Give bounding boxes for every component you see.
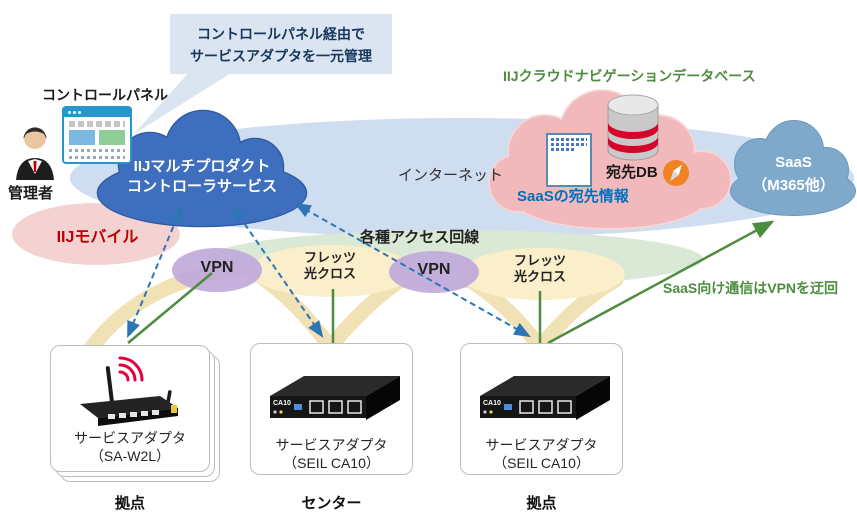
- device-name-line1: サービスアダプタ: [275, 437, 388, 453]
- control-panel-label: コントロールパネル: [42, 87, 168, 103]
- flets-left-line1: フレッツ: [303, 250, 356, 265]
- callout-tail: [134, 63, 247, 134]
- callout-line1: コントロールパネル経由で: [197, 26, 365, 42]
- callout-line2: サービスアダプタを一元管理: [190, 47, 372, 64]
- destination-db-label: 宛先DB: [606, 164, 658, 181]
- site-label: センター: [301, 495, 362, 512]
- device-name: サービスアダプタ （SEIL CA10）: [250, 437, 413, 472]
- administrator-label: 管理者: [8, 185, 54, 202]
- seil-ca10-appliance-icon: CA10: [270, 376, 400, 420]
- management-arrows: [127, 202, 531, 339]
- controller-cloud-title: IIJマルチプロダクト コントローラサービス: [92, 157, 312, 198]
- flets-right-line1: フレッツ: [513, 253, 566, 268]
- seil-ca10-appliance-icon: CA10: [480, 376, 610, 420]
- vpn-right-label: VPN: [417, 261, 451, 278]
- navigation-compass-icon: [663, 160, 689, 186]
- controller-cloud-line1: IIJマルチプロダクト: [133, 158, 271, 175]
- flets-right-line2: 光クロス: [513, 269, 566, 285]
- device-name-line2: （SEIL CA10）: [493, 454, 590, 471]
- destination-list-icon: [546, 133, 592, 187]
- flets-right-label: フレッツ 光クロス: [492, 253, 588, 286]
- flets-left-line2: 光クロス: [303, 266, 356, 282]
- saas-cloud-title: SaaS （M365他）: [731, 152, 856, 197]
- saas-bypass-label: SaaS向け通信はVPNを迂回: [663, 280, 839, 296]
- controller-cloud-shape: [96, 109, 308, 228]
- saas-bypass-arrow: [547, 220, 775, 345]
- device-name-line1: サービスアダプタ: [485, 437, 598, 453]
- device-front-text: CA10: [273, 400, 291, 407]
- flets-left-label: フレッツ 光クロス: [282, 250, 378, 283]
- internet-label: インターネット: [398, 167, 504, 184]
- device-name: サービスアダプタ （SEIL CA10）: [460, 437, 623, 472]
- device-front-text: CA10: [483, 400, 501, 407]
- site-label: 拠点: [114, 495, 145, 512]
- access-lines-label: 各種アクセス回線: [360, 229, 480, 246]
- saas-line2: （M365他）: [752, 176, 835, 194]
- nav-db-title: IIJクラウドナビゲーションデータベース: [503, 68, 756, 84]
- callout-box: コントロールパネル経由で サービスアダプタを一元管理: [170, 14, 392, 74]
- saas-destination-info-label: SaaSの宛先情報: [517, 188, 629, 205]
- controller-cloud-line2: コントローラサービス: [126, 178, 277, 196]
- saas-cloud-shape: [730, 120, 856, 216]
- mobile-label: IIJモバイル: [56, 229, 139, 246]
- control-panel-window-icon: [62, 106, 132, 164]
- database-icon: [607, 94, 659, 161]
- device-name-line1: サービスアダプタ: [74, 430, 186, 446]
- device-name-line2: （SEIL CA10）: [283, 454, 380, 471]
- administrator-icon: [16, 127, 54, 180]
- device-name: サービスアダプタ （SA-W2L）: [50, 430, 210, 465]
- saas-line1: SaaS: [775, 154, 812, 171]
- device-name-line2: （SA-W2L）: [89, 447, 171, 464]
- vpn-left-label: VPN: [200, 259, 234, 276]
- sa-w2l-router-icon: [80, 356, 178, 426]
- site-label: 拠点: [526, 495, 557, 512]
